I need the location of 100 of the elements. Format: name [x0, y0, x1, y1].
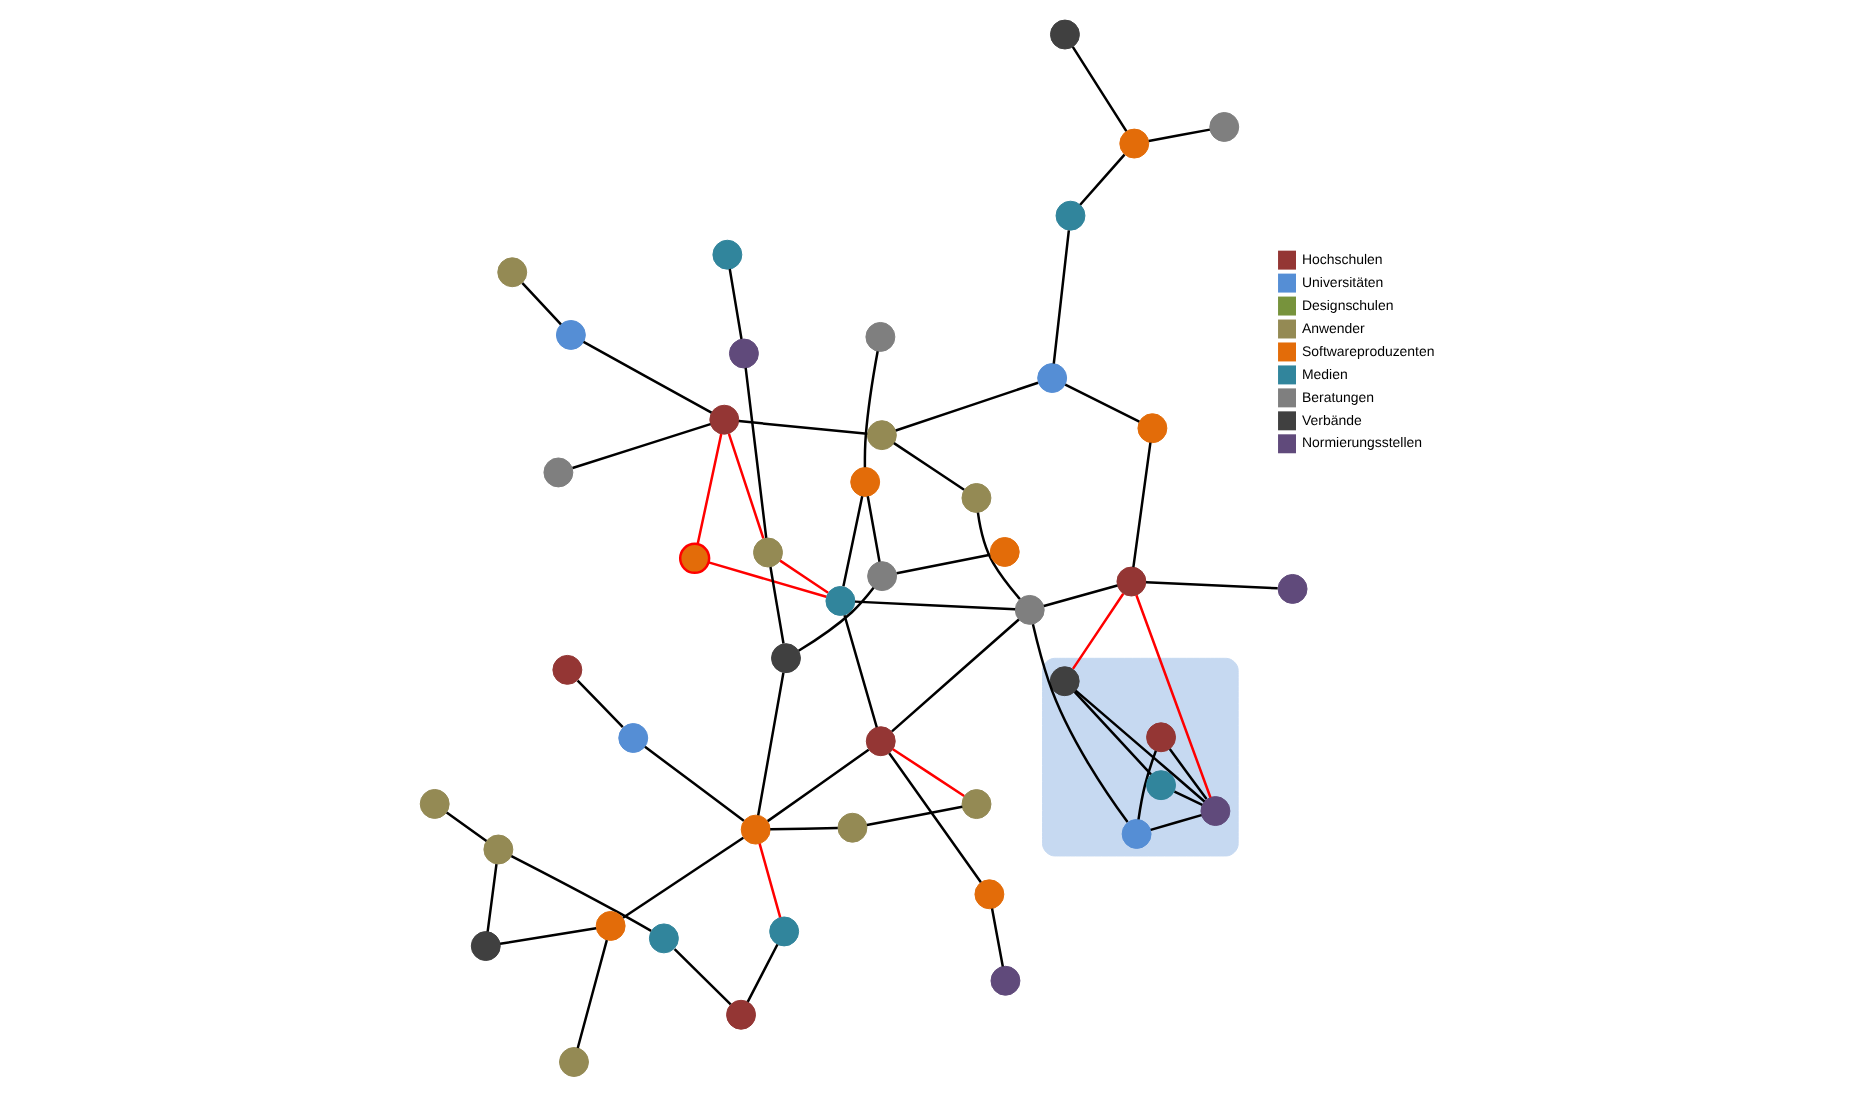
connector — [1167, 748, 1207, 800]
connector — [894, 381, 1038, 432]
node-circle — [727, 338, 758, 369]
connector — [862, 350, 878, 468]
connector — [892, 442, 964, 491]
node-circle — [752, 537, 782, 568]
connector — [1078, 153, 1125, 206]
connector — [575, 679, 623, 729]
node-circle — [1199, 796, 1230, 827]
node-circle — [594, 910, 625, 941]
node-circle — [1115, 566, 1146, 597]
connector — [575, 939, 608, 1049]
node-circle — [1048, 666, 1079, 697]
connector — [865, 805, 962, 827]
connector — [796, 587, 874, 652]
node-circle — [1036, 363, 1067, 393]
node-circle — [1013, 594, 1044, 625]
node-circle — [1208, 112, 1239, 142]
connector — [1136, 750, 1156, 820]
connector — [743, 367, 767, 539]
node-circle — [836, 812, 867, 843]
connector — [1172, 790, 1202, 806]
connector — [756, 672, 784, 816]
node-circle — [711, 239, 742, 270]
node-circle — [482, 834, 513, 865]
connector — [1042, 584, 1117, 608]
connector — [1070, 593, 1124, 670]
connector — [581, 340, 712, 414]
node-circle — [770, 643, 800, 674]
connector — [769, 826, 837, 831]
node-circle — [1136, 413, 1167, 444]
node-circle — [647, 923, 678, 954]
connector — [1147, 128, 1210, 143]
node-circle — [1276, 573, 1307, 604]
node-circle — [864, 726, 895, 757]
connector — [1073, 689, 1205, 803]
node-circle — [1145, 722, 1175, 753]
connector — [1134, 594, 1211, 798]
connector — [778, 559, 828, 594]
node-circle — [973, 879, 1004, 910]
connector — [895, 553, 990, 575]
node-circle — [708, 404, 739, 435]
connector — [865, 496, 880, 562]
connector — [1144, 580, 1277, 590]
connector — [695, 433, 722, 545]
connector — [643, 745, 744, 822]
node-circle — [1145, 770, 1175, 801]
node-circle — [1118, 128, 1149, 159]
connector — [520, 282, 561, 326]
node-circle — [551, 654, 582, 685]
connector — [975, 512, 1020, 600]
connector — [765, 748, 869, 823]
node-circle — [739, 814, 770, 845]
connector — [621, 836, 744, 919]
node-circle — [496, 257, 527, 288]
connector — [737, 419, 867, 435]
node-circle — [988, 537, 1019, 567]
connector — [727, 268, 742, 340]
connector — [745, 943, 778, 1003]
connector — [509, 855, 651, 933]
node-circle — [554, 319, 585, 350]
node-circle — [849, 466, 880, 497]
node-circle — [418, 788, 449, 819]
node-circle — [864, 321, 895, 352]
connector — [1149, 813, 1201, 832]
node-circle — [558, 1047, 588, 1077]
cluster — [1041, 657, 1238, 857]
connector — [768, 566, 784, 644]
node-circle — [1120, 819, 1151, 849]
node-circle — [866, 561, 897, 592]
connector — [485, 864, 497, 932]
connector — [890, 618, 1019, 733]
connector — [571, 422, 710, 470]
node-circle — [960, 789, 991, 820]
node-circle — [677, 542, 710, 574]
connector — [726, 433, 764, 539]
connector — [989, 908, 1004, 967]
node-circle — [865, 420, 896, 451]
connector — [1131, 442, 1151, 568]
connector — [841, 496, 863, 587]
node-circle — [989, 965, 1020, 996]
node-circle — [768, 916, 799, 947]
node-circle — [469, 931, 500, 962]
connector — [853, 600, 1015, 611]
connector — [1070, 46, 1127, 132]
node-circle — [1048, 19, 1079, 50]
node-circle — [824, 585, 855, 616]
connector — [757, 843, 781, 918]
connector — [887, 752, 981, 883]
node-circle — [542, 457, 573, 488]
connector — [891, 748, 964, 798]
connector — [707, 561, 826, 598]
connector — [842, 614, 877, 728]
node-circle — [617, 723, 648, 753]
connector — [444, 811, 487, 842]
connector — [1051, 230, 1070, 364]
connector — [1030, 624, 1128, 823]
node-circle — [725, 999, 755, 1030]
connector — [498, 927, 596, 945]
connector — [672, 948, 731, 1006]
